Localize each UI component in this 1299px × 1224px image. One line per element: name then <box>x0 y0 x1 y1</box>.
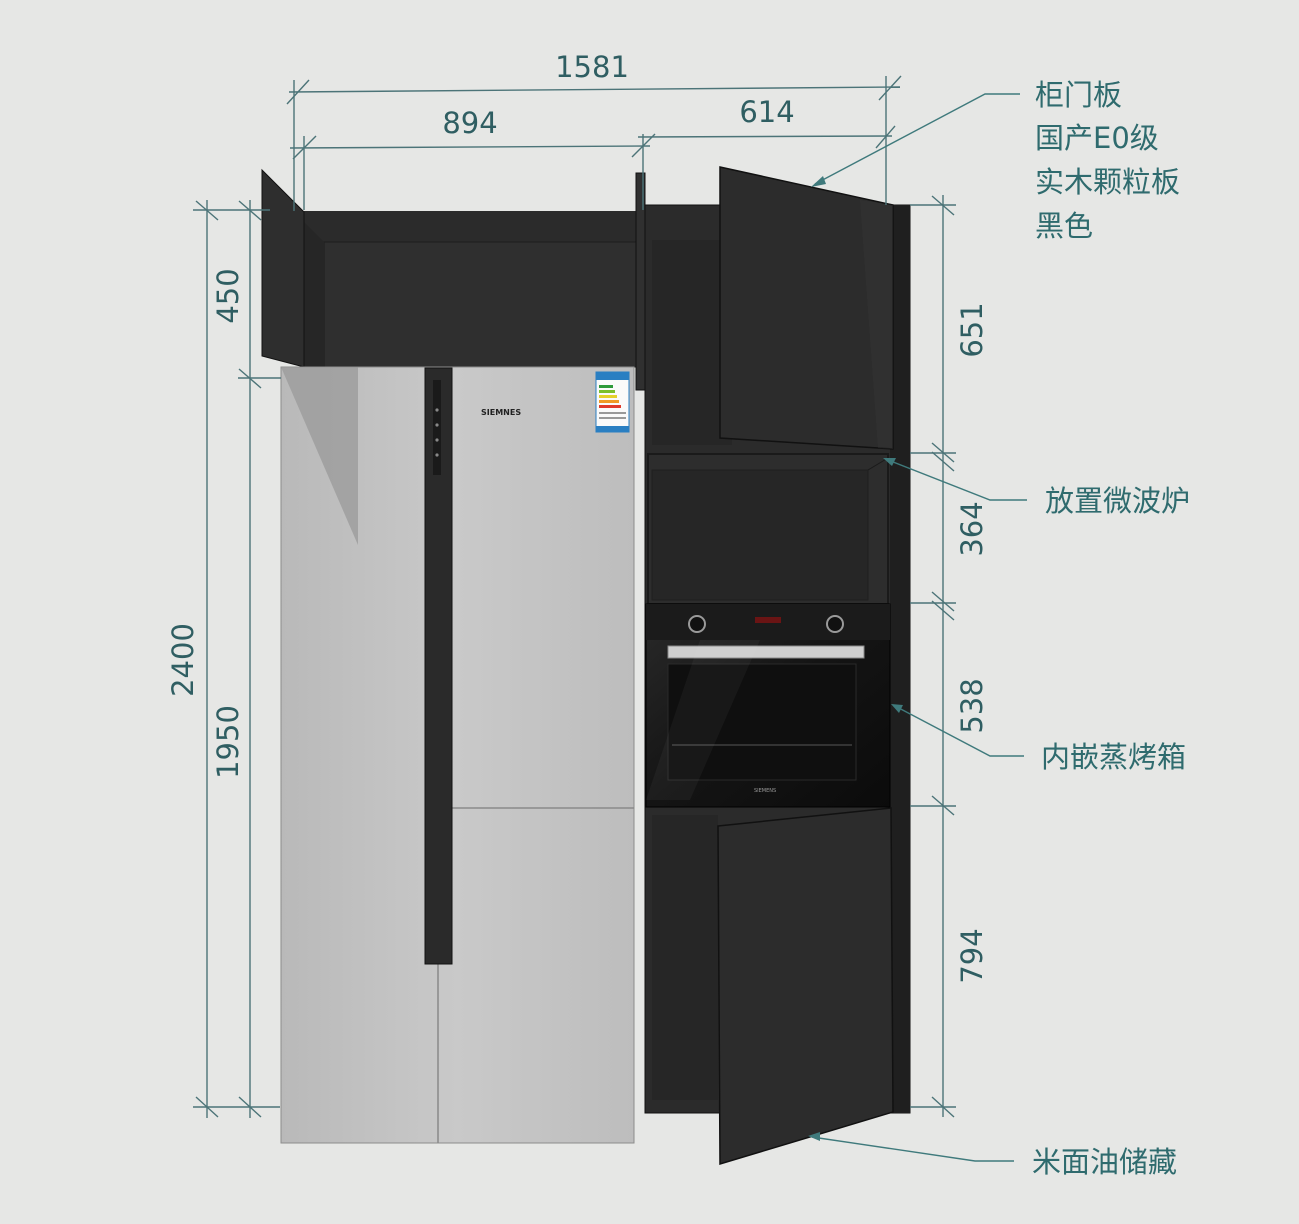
door-panel-line-4: 黑色 <box>1035 209 1093 243</box>
dim-top-cabinet-height: 450 <box>211 268 245 323</box>
oven-knob-right-icon <box>826 615 844 633</box>
dimension-lines <box>193 75 956 1118</box>
door-panel-annotation: 柜门板 国产E0级 实木颗粒板 黑色 <box>1035 78 1180 243</box>
top-cabinet-left-door <box>261 168 305 368</box>
top-cabinet <box>261 168 649 391</box>
annotation-leaders <box>808 93 1027 1162</box>
door-panel-line-2: 国产E0级 <box>1035 121 1159 155</box>
dim-microwave-height: 364 <box>955 501 989 556</box>
upper-cabinet-door <box>719 166 894 450</box>
oven-annotation: 内嵌蒸烤箱 <box>1041 740 1186 774</box>
dim-total-height: 2400 <box>166 623 200 697</box>
dim-lower-door-height: 794 <box>955 928 989 983</box>
dim-fridge-height: 1950 <box>211 705 245 779</box>
oven-knob-left-icon <box>688 615 706 633</box>
dim-oven-height: 538 <box>955 678 989 733</box>
fridge-brand-label: SIEMNES <box>481 408 521 417</box>
door-panel-line-1: 柜门板 <box>1035 78 1122 112</box>
dim-fridge-width: 894 <box>442 106 497 140</box>
energy-label-sticker <box>595 371 630 433</box>
oven-brand-label: SIEMENS <box>754 788 776 794</box>
built-in-oven: SIEMENS <box>645 603 891 808</box>
microwave-annotation: 放置微波炉 <box>1045 484 1190 518</box>
fridge: SIEMNES <box>280 366 635 1144</box>
tall-cabinet: SIEMENS <box>644 166 911 1166</box>
dim-upper-door-height: 651 <box>955 302 989 357</box>
microwave-niche <box>647 453 889 605</box>
lower-cabinet-door <box>717 807 894 1166</box>
dim-cabinet-width: 614 <box>739 95 794 129</box>
door-panel-line-3: 实木颗粒板 <box>1035 165 1180 199</box>
dim-total-width: 1581 <box>555 50 629 84</box>
storage-annotation: 米面油储藏 <box>1032 1145 1177 1179</box>
